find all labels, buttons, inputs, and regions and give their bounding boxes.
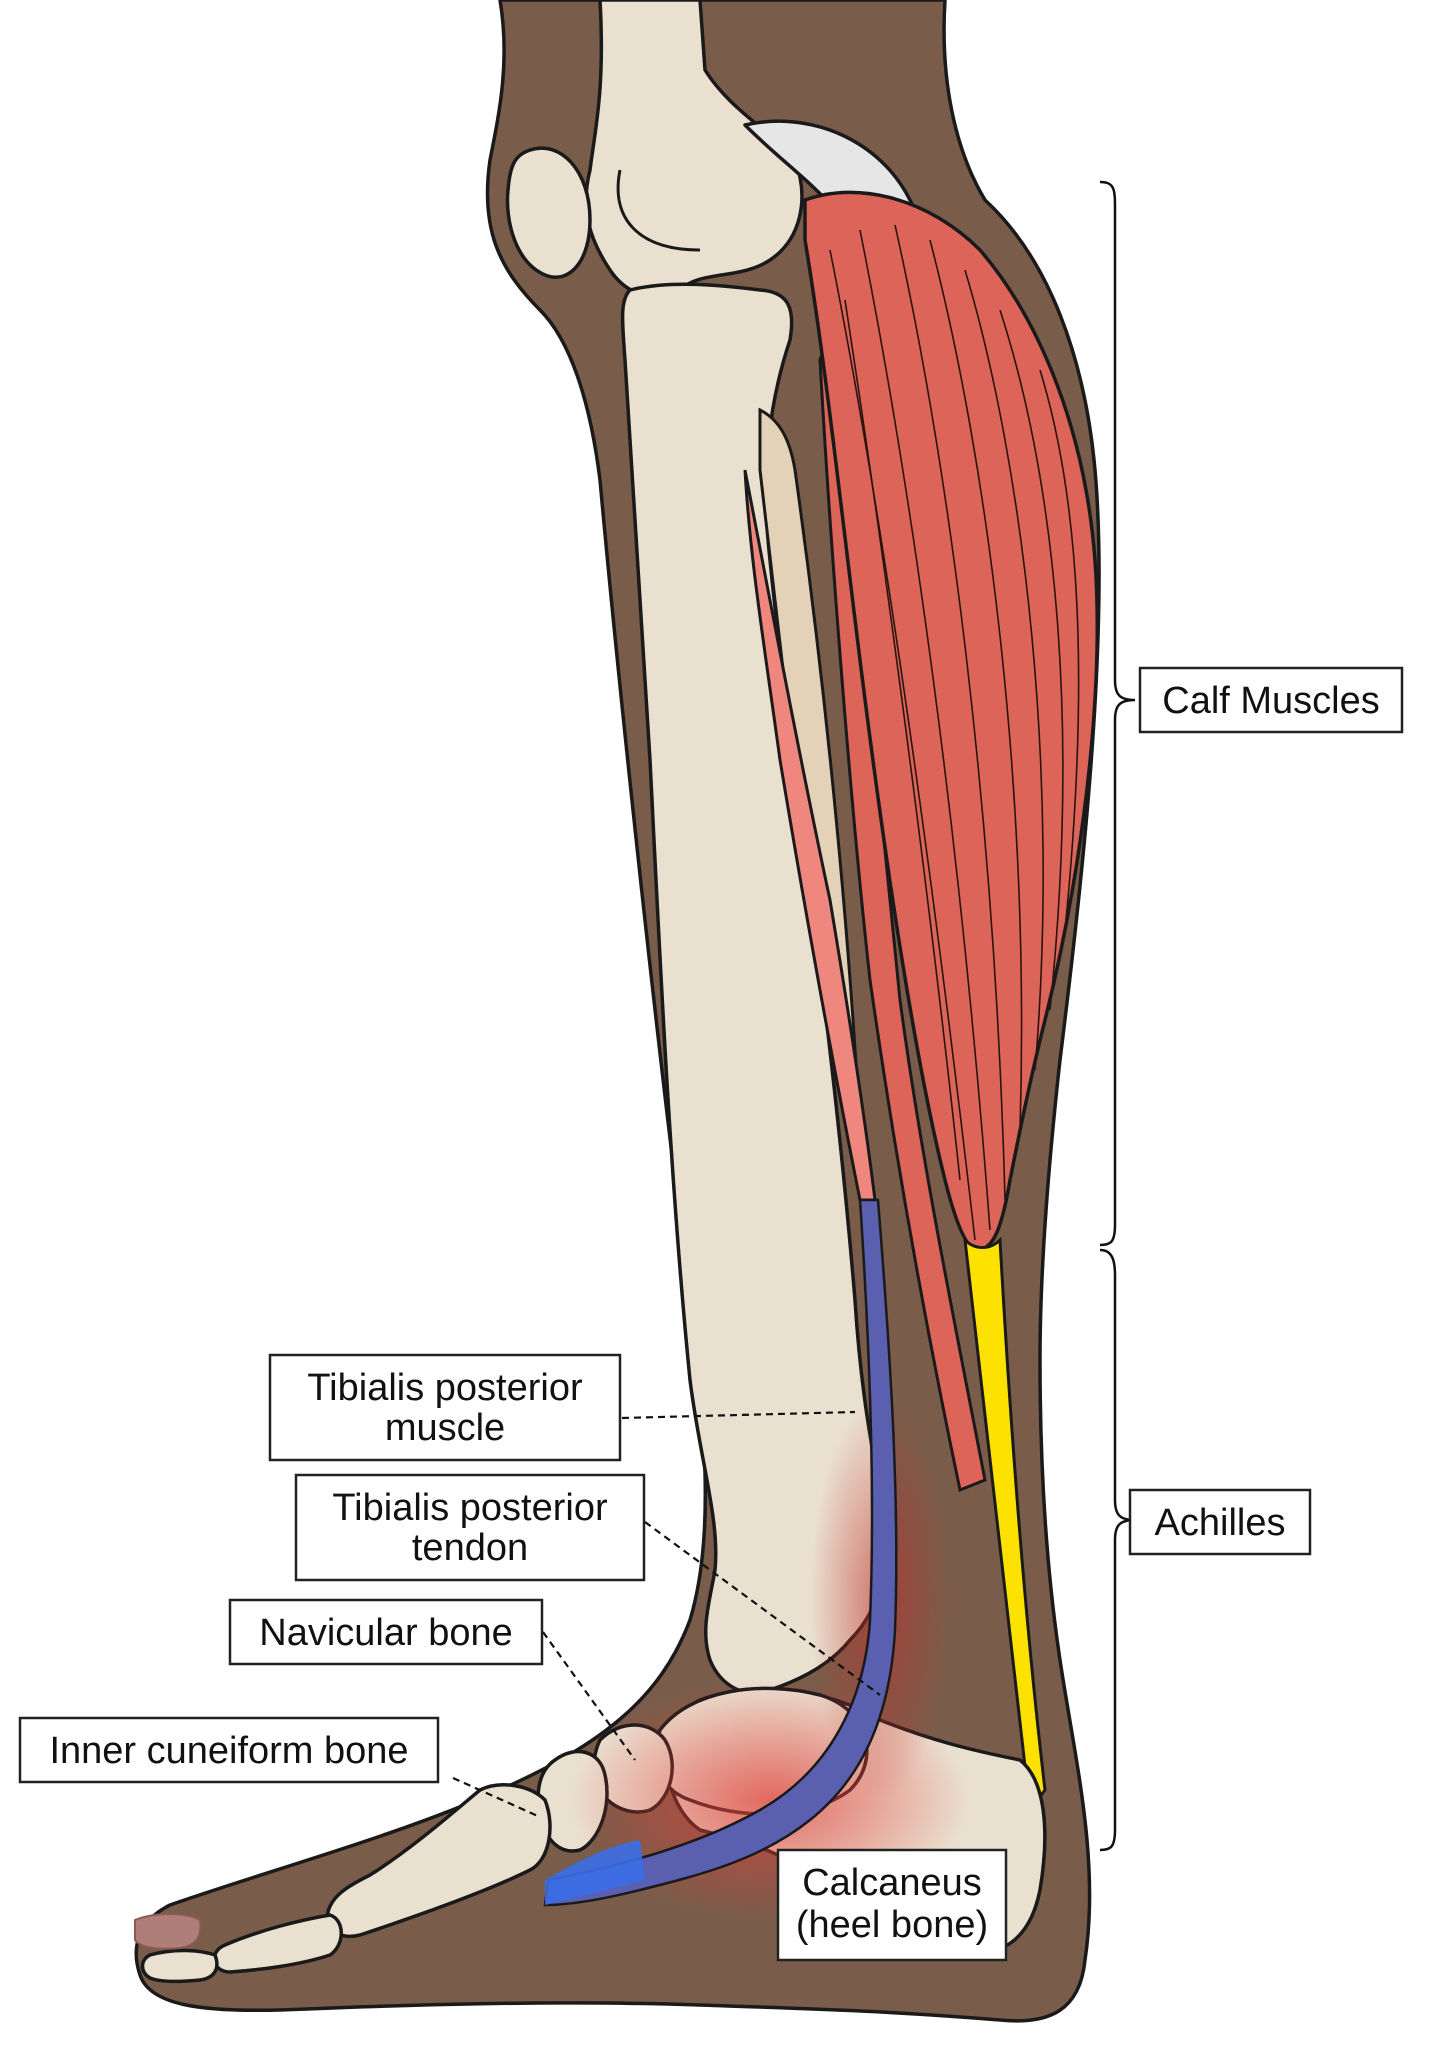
label-calcaneus-line1: Calcaneus (802, 1862, 982, 1904)
label-calcaneus-line2: (heel bone) (796, 1904, 988, 1946)
calf-muscle-fibres (829, 224, 1080, 1241)
tibialis-posterior-tendon (543, 1198, 898, 1907)
leader-cuneiform (452, 1776, 541, 1819)
leader-lines (452, 1410, 881, 1819)
leader-tibialis-muscle (621, 1410, 856, 1420)
label-calf-muscles: Calf Muscles (1138, 666, 1404, 734)
proximal-phalanx-bone (212, 1913, 343, 1974)
label-calcaneus: Calcaneus (heel bone) (776, 1848, 1008, 1962)
achilles-tendon (962, 1235, 1047, 1814)
label-achilles-text: Achilles (1155, 1502, 1286, 1544)
label-tibialis-muscle-line2: muscle (385, 1407, 505, 1449)
label-tibialis-muscle-line1: Tibialis posterior (307, 1367, 583, 1409)
first-metatarsal-bone (325, 1783, 552, 1938)
calf-muscles-brace (1099, 180, 1136, 1247)
tendon-insertion-blue (545, 1840, 645, 1905)
label-tibialis-posterior-tendon: Tibialis posterior tendon (294, 1473, 646, 1582)
label-tibialis-posterior-muscle: Tibialis posterior muscle (268, 1353, 622, 1462)
label-inner-cuneiform-bone: Inner cuneiform bone (18, 1716, 440, 1784)
toenail (134, 1913, 202, 1950)
label-navicular-bone: Navicular bone (228, 1598, 544, 1666)
patella-bone (505, 146, 592, 279)
label-achilles: Achilles (1128, 1488, 1312, 1556)
femur-condyle-line (616, 169, 701, 252)
leader-navicular (542, 1631, 636, 1761)
leader-tibialis-tendon (644, 1521, 881, 1696)
label-navicular-text: Navicular bone (259, 1612, 512, 1654)
distal-phalanx-bone (140, 1948, 219, 1984)
label-cuneiform-text: Inner cuneiform bone (49, 1730, 408, 1772)
label-tibialis-tendon-line1: Tibialis posterior (332, 1487, 608, 1529)
label-tibialis-tendon-line2: tendon (412, 1527, 528, 1569)
label-calf-muscles-text: Calf Muscles (1162, 680, 1380, 722)
calf-muscles-shape (803, 190, 1099, 1252)
